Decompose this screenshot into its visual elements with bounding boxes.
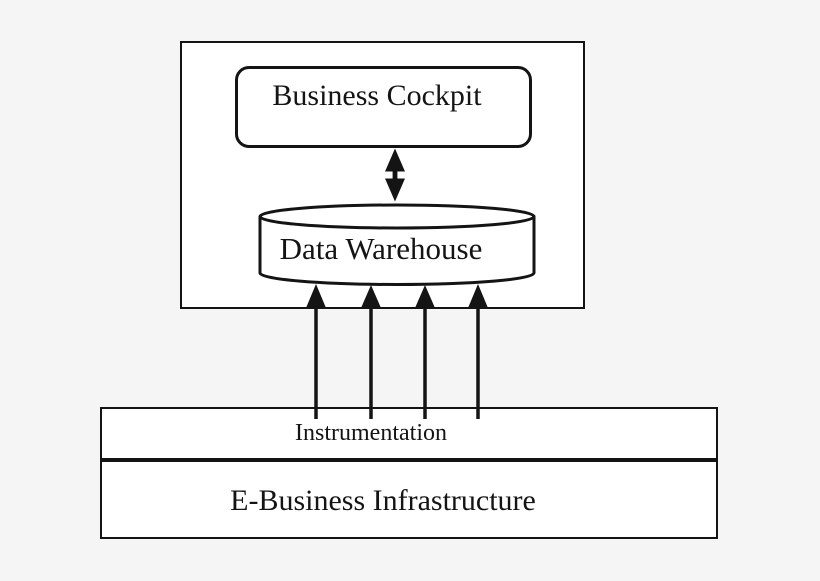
business-cockpit-label: Business Cockpit	[272, 79, 482, 112]
instrumentation-label: Instrumentation	[295, 420, 447, 446]
ebusiness-infrastructure-label: E-Business Infrastructure	[230, 484, 536, 517]
ebusiness-infrastructure-box: E-Business Infrastructure	[100, 460, 718, 539]
business-cockpit-box: Business Cockpit	[235, 66, 532, 148]
instrumentation-bar: Instrumentation	[100, 407, 718, 460]
data-warehouse-label: Data Warehouse	[279, 231, 483, 266]
